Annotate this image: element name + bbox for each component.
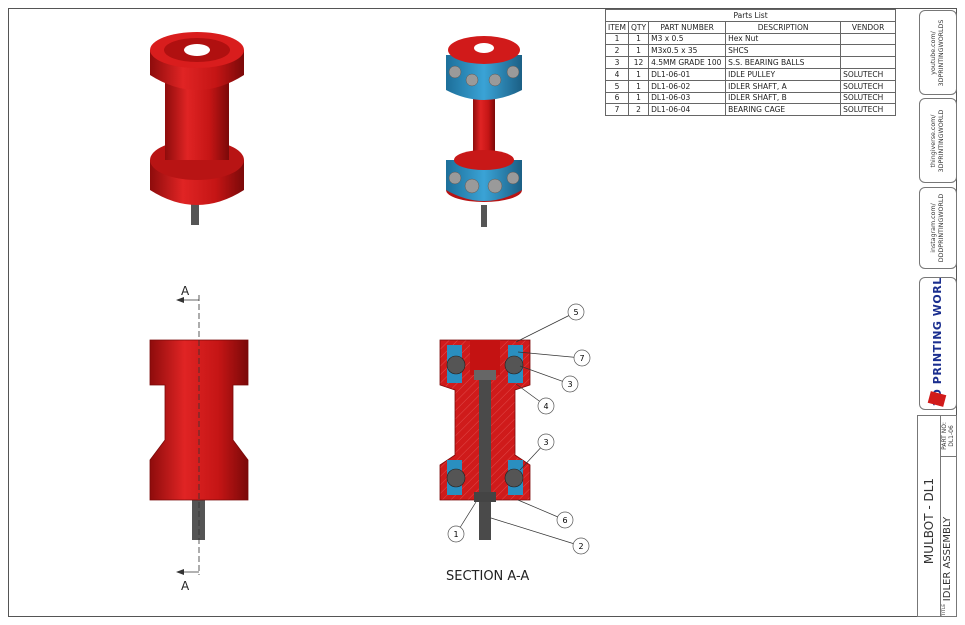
cell-vendor: SOLUTECH (840, 91, 897, 105)
balloon-item: 3 (519, 365, 579, 393)
cell-qty: 12 (628, 56, 650, 69)
cell-part-number: DL1-06-02 (648, 79, 727, 93)
section-view-label: SECTION A-A (446, 569, 530, 584)
balloon-leader (519, 365, 571, 385)
cell-vendor: SOLUTECH (840, 67, 897, 81)
balloon-leader (517, 351, 583, 359)
balloon-number: 5 (573, 308, 578, 317)
section-arrow-bottom (176, 569, 184, 575)
cell-vendor: SOLUTECH (840, 103, 897, 117)
balloon-number: 1 (453, 530, 458, 539)
cell-vendor: SOLUTECH (840, 79, 897, 93)
balloon-item: 7 (517, 349, 591, 367)
balloon-item: 1 (447, 501, 477, 543)
balloon-circle (561, 375, 579, 393)
section-marker-bottom: A (181, 579, 190, 593)
cell-qty: 1 (628, 79, 650, 93)
section-arrow-top (176, 297, 184, 303)
logo-box: 3D PRINTING WORLD (919, 277, 957, 410)
instagram-link-box[interactable]: instagram.com/DDDPRINTINGWORLD (919, 187, 957, 269)
balloon-circle (573, 349, 591, 367)
balloon-item: 4 (515, 383, 555, 415)
front-view (149, 295, 249, 575)
balloon-circle (447, 525, 465, 543)
youtube-link-box[interactable]: youtube.com/3DPRINTINGWORLDS (919, 10, 957, 95)
balloon-leader (515, 311, 577, 343)
balloon-number: 3 (567, 380, 572, 389)
title-block: MULBOT - DL1 IDLER ASSEMBLY TITLE PART N… (917, 415, 957, 617)
balloon-item: 3 (519, 433, 555, 471)
cell-qty: 1 (628, 67, 650, 81)
cell-part-number: DL1-06-03 (648, 91, 727, 105)
balloon-circle (567, 303, 585, 321)
balloon-item: 5 (515, 303, 585, 343)
parts-list-header: ITEM QTY PART NUMBER DESCRIPTION VENDOR (604, 20, 897, 34)
balloon-number: 4 (543, 402, 548, 411)
cell-vendor (840, 56, 897, 69)
cell-description: S.S. BEARING BALLS (725, 56, 842, 69)
isometric-pulley-view (150, 32, 244, 225)
section-view (439, 339, 531, 540)
exploded-assembly-view (446, 36, 522, 227)
balloon-leader (490, 517, 582, 547)
balloon-leader (517, 499, 566, 521)
cell-qty: 1 (628, 91, 650, 105)
balloon-number: 2 (578, 542, 583, 551)
balloon-circle (537, 433, 555, 451)
balloon-number: 6 (562, 516, 567, 525)
balloon-circle (537, 397, 555, 415)
balloon-number: 3 (543, 438, 548, 447)
balloon-circle (572, 537, 590, 555)
balloon-item: 6 (517, 499, 574, 529)
cell-qty: 2 (628, 103, 650, 117)
parts-list-table: Parts List ITEM QTY PART NUMBER DESCRIPT… (604, 9, 897, 117)
balloon-number: 7 (579, 354, 584, 363)
balloon-circle (556, 511, 574, 529)
parts-list-title: Parts List (604, 9, 897, 22)
cell-part-number: DL1-06-01 (648, 67, 727, 81)
section-marker-top: A (181, 284, 190, 298)
balloon-item: 2 (490, 517, 590, 555)
thingiverse-link-box[interactable]: thingiverse.com/3DPRINTINGWORLD (919, 98, 957, 183)
